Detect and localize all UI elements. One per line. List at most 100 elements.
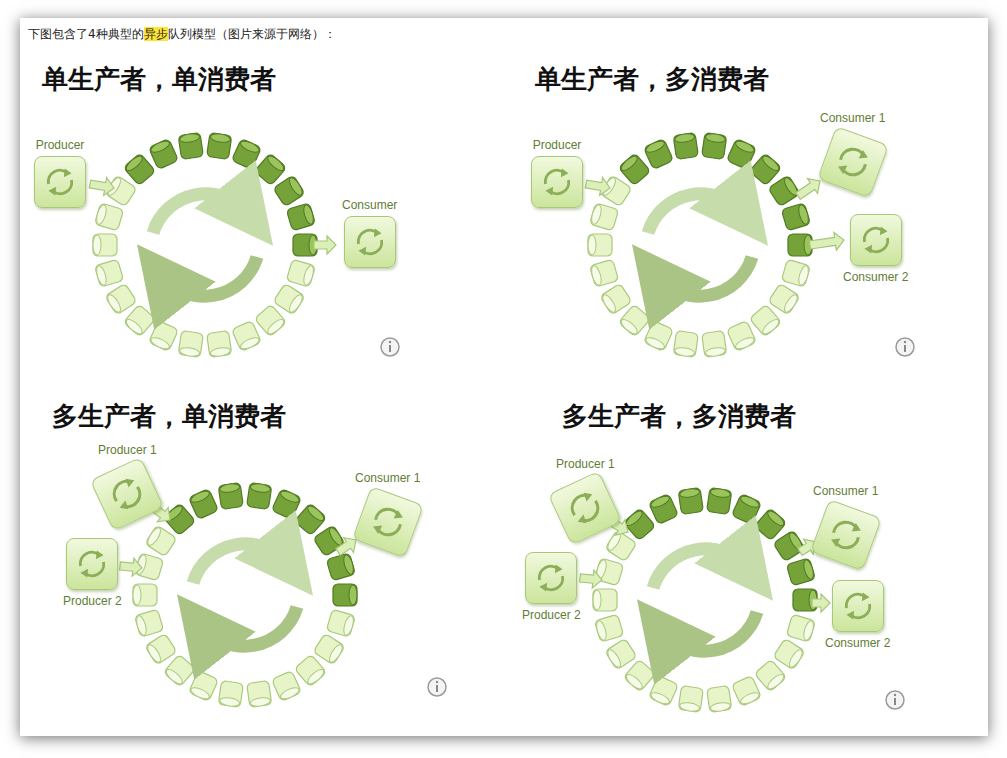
info-dot xyxy=(389,341,391,343)
process-icon xyxy=(525,552,577,604)
filled-slot xyxy=(768,175,800,206)
slot-body xyxy=(605,638,637,669)
info-icon xyxy=(381,338,399,356)
empty-slot xyxy=(145,525,177,556)
consumer-box: Consumer 1 xyxy=(355,471,420,550)
empty-slot xyxy=(707,686,732,713)
slot-top xyxy=(164,667,184,686)
slot-top xyxy=(302,204,315,225)
slot-body xyxy=(272,489,302,520)
slot-top xyxy=(802,620,815,641)
slot-top xyxy=(250,483,271,494)
node-label: Producer 1 xyxy=(556,457,615,471)
slot-body xyxy=(593,589,617,611)
node-label: Producer xyxy=(533,138,582,152)
filled-slot xyxy=(649,494,679,525)
empty-slot xyxy=(207,331,232,358)
slot-body xyxy=(588,234,612,256)
cycle-head xyxy=(374,229,382,238)
slot-top xyxy=(588,235,596,255)
slot-body xyxy=(618,304,650,337)
intro-line: 下图包含了4种典型的异步队列模型（图片来源于网络）： xyxy=(28,26,336,43)
slot-top xyxy=(239,139,261,155)
slot-top xyxy=(210,133,231,144)
empty-slot xyxy=(589,203,618,231)
empty-slot xyxy=(218,681,243,708)
cycle-head xyxy=(583,490,594,502)
slot-top xyxy=(605,648,623,669)
cycle-arrow xyxy=(193,544,289,583)
slot-top xyxy=(590,204,603,225)
slot-top xyxy=(761,154,781,173)
slot-top xyxy=(766,509,786,528)
cycle-symbol xyxy=(526,553,576,603)
info-circle xyxy=(381,338,399,356)
node-label: Consumer xyxy=(342,198,397,212)
filled-slot xyxy=(333,584,357,606)
producer-box: Producer 1 xyxy=(556,457,615,536)
filled-slot xyxy=(727,139,757,170)
node-label: Consumer 1 xyxy=(813,484,878,498)
node-label: Consumer 2 xyxy=(843,270,908,284)
slot-top xyxy=(287,176,305,197)
slot-body xyxy=(294,654,326,687)
producer-box: Producer 2 xyxy=(522,552,581,622)
cycle-head xyxy=(858,150,869,162)
cycle-symbol xyxy=(811,500,880,569)
empty-slot xyxy=(105,283,137,314)
slot-body xyxy=(649,676,679,707)
process-icon xyxy=(344,216,396,268)
node-label: Producer 2 xyxy=(522,608,581,622)
empty-slot xyxy=(286,259,315,287)
slot-body xyxy=(145,525,177,556)
slot-body xyxy=(727,321,757,352)
slot-body xyxy=(189,671,219,702)
info-circle xyxy=(896,338,914,356)
slot-body xyxy=(623,508,655,541)
slot-top xyxy=(287,293,305,314)
slot-body xyxy=(673,331,698,358)
info-icon xyxy=(428,678,446,696)
slot-top xyxy=(306,504,326,523)
slot-top xyxy=(179,133,200,144)
process-icon xyxy=(352,486,424,558)
slot-top xyxy=(349,585,357,605)
slot-body xyxy=(702,331,727,358)
highlighted-text: 异步 xyxy=(144,27,168,41)
empty-slot xyxy=(254,304,286,337)
slot-body xyxy=(605,530,637,561)
node-label: Consumer 2 xyxy=(825,636,890,650)
slot-body xyxy=(273,283,305,314)
slot-body xyxy=(218,483,243,510)
slot-top xyxy=(279,685,301,701)
cycle-arrow xyxy=(653,549,749,588)
slot-top xyxy=(145,643,163,664)
slot-body xyxy=(178,133,203,160)
empty-slot xyxy=(588,234,612,256)
slot-body xyxy=(273,175,305,206)
slot-body xyxy=(754,508,786,541)
process-icon xyxy=(810,499,882,571)
slot-top xyxy=(189,489,211,505)
slot-top xyxy=(105,293,123,314)
slot-body xyxy=(788,234,812,256)
intro-text: 下图包含了4种典型的 xyxy=(28,27,144,41)
slot-top xyxy=(590,265,603,286)
slot-body xyxy=(644,139,674,170)
empty-slot xyxy=(732,676,762,707)
empty-slot xyxy=(149,321,179,352)
empty-slot xyxy=(123,304,155,337)
cycle-head xyxy=(576,514,587,526)
slot-top xyxy=(302,265,315,286)
filled-slot xyxy=(286,203,315,231)
slot-top xyxy=(710,702,731,713)
slot-body xyxy=(754,659,786,692)
consumer-box: Consumer xyxy=(342,198,397,268)
slot-top xyxy=(797,204,810,225)
empty-slot xyxy=(786,614,815,642)
ring-buffer xyxy=(93,133,317,358)
intro-text: 队列模型（图片来源于网络）： xyxy=(168,27,336,41)
cycle-symbol xyxy=(35,157,85,207)
empty-slot xyxy=(754,659,786,692)
filled-slot xyxy=(732,494,762,525)
